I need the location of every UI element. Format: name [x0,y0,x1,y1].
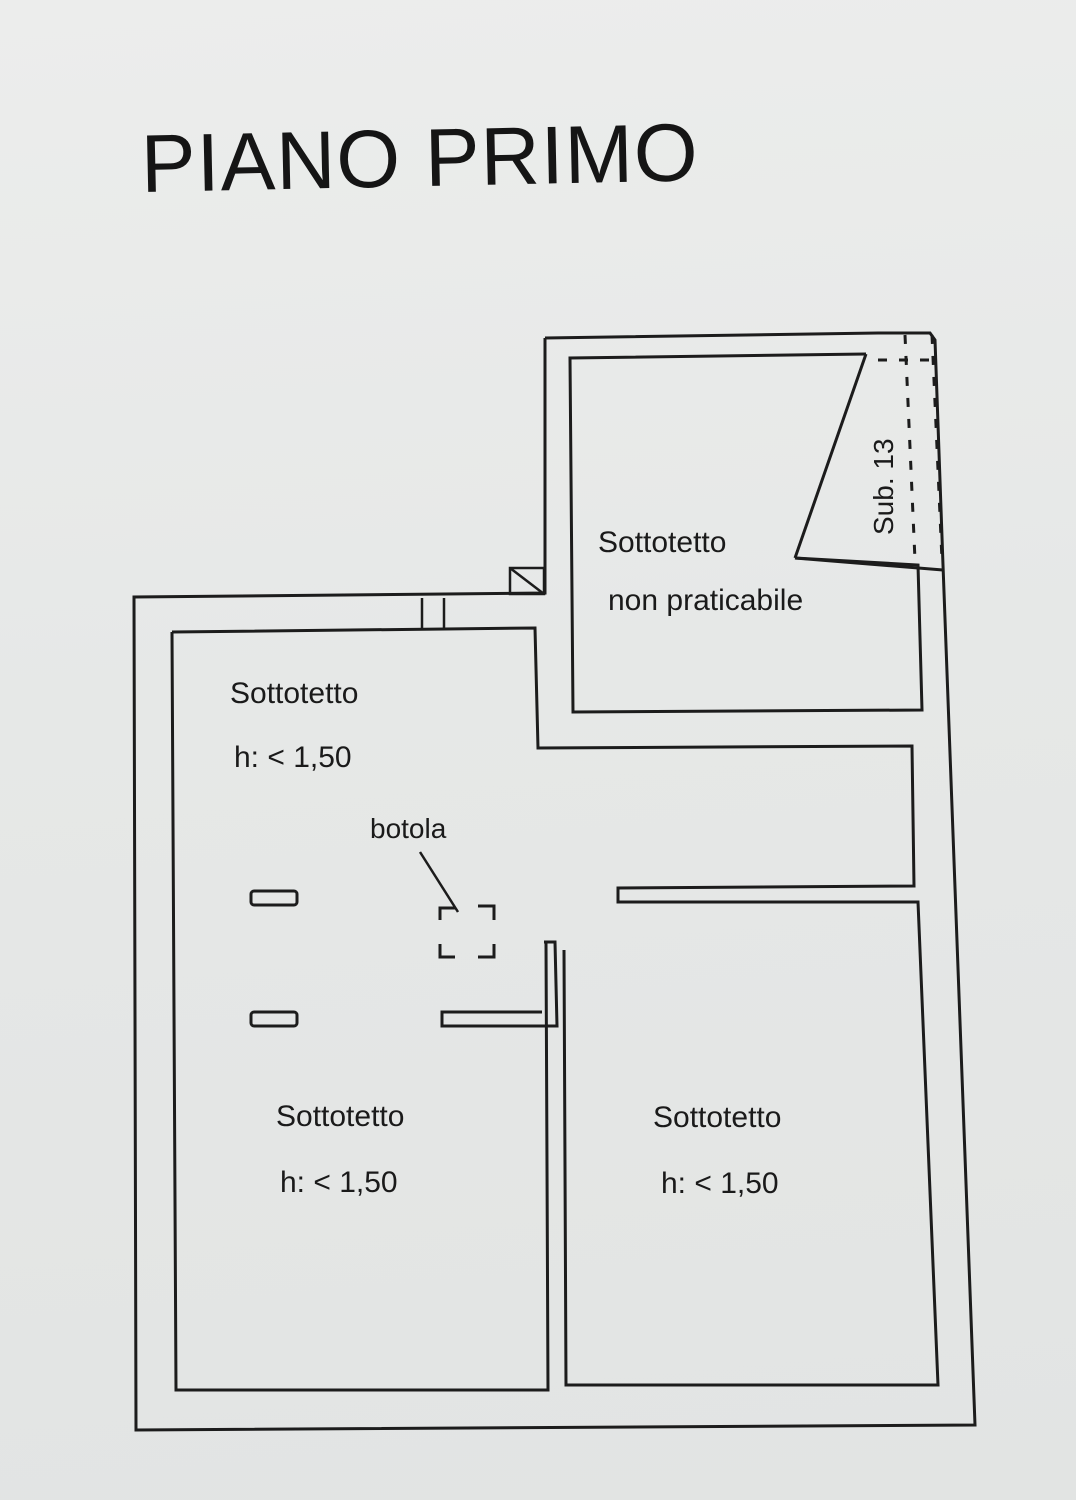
pillar-lower [249,1010,299,1028]
top-room-inner-wall [568,352,924,714]
vent-box-diagonal [509,567,545,595]
top-room-diagonal-wall [793,353,868,559]
sub13-boundary-line [903,334,917,561]
hatch-corner [478,904,496,920]
hatch-label: botola [370,813,447,844]
outer-wall [132,331,977,1432]
room-lower-left-height: h: < 1,50 [280,1166,398,1199]
vent-box [508,566,546,596]
hatch-leader-line [418,851,460,913]
room-upper-left-height: h: < 1,50 [234,741,352,774]
room-top-note: non praticabile [608,584,803,617]
room-lower-left-name: Sottotetto [276,1100,404,1133]
room-lower-right-name: Sottotetto [653,1101,781,1134]
upper-left-inner-wall [171,626,940,1387]
hatch-corner [478,944,496,959]
room-top-name: Sottotetto [598,526,726,559]
room-upper-left-name: Sottotetto [230,677,358,710]
hatch-corner [438,944,455,959]
left-room-inner-wall [170,631,559,1392]
room-lower-right-height: h: < 1,50 [661,1167,779,1200]
hatch-corner [438,906,455,920]
sub13-boundary-line [930,334,944,561]
pillar-upper [249,889,299,907]
top-room-boundary-line [794,556,944,572]
adjacent-unit-label: Sub. 13 [868,438,899,535]
